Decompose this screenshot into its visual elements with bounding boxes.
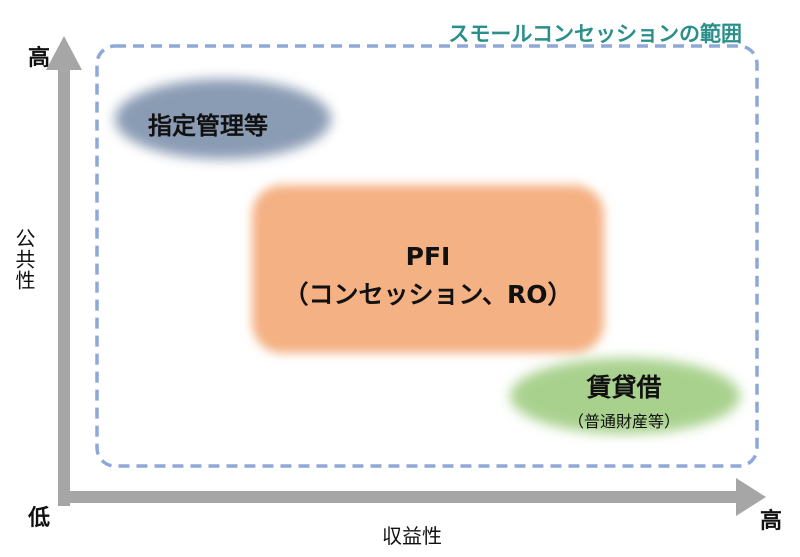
- shitei-region-label: 指定管理等: [148, 112, 268, 140]
- chintai-region-label: 賃貸借: [586, 373, 662, 402]
- x-axis-title: 収益性: [382, 524, 442, 548]
- chintai-region-sublabel: （普通財産等）: [567, 412, 680, 431]
- x-axis-arrow: [58, 478, 766, 516]
- pfi-label-line2: （コンセッション、RO）: [283, 280, 573, 309]
- pfi-label-line1: PFI: [405, 242, 451, 271]
- axis-low-label: 低: [28, 506, 51, 531]
- y-axis-title: 公共性: [12, 228, 36, 291]
- y-axis-high-label: 高: [28, 46, 51, 71]
- pfi-region-label: PFI （コンセッション、RO）: [252, 238, 604, 314]
- scope-boundary: [95, 44, 759, 468]
- scope-label: スモールコンセッションの範囲: [448, 22, 742, 46]
- x-axis-high-label: 高: [760, 509, 783, 534]
- chintai-region-shape: [510, 358, 740, 434]
- y-axis-arrow: [46, 36, 82, 506]
- shitei-region-shape: [115, 79, 331, 159]
- pfi-region-shape: [252, 185, 604, 353]
